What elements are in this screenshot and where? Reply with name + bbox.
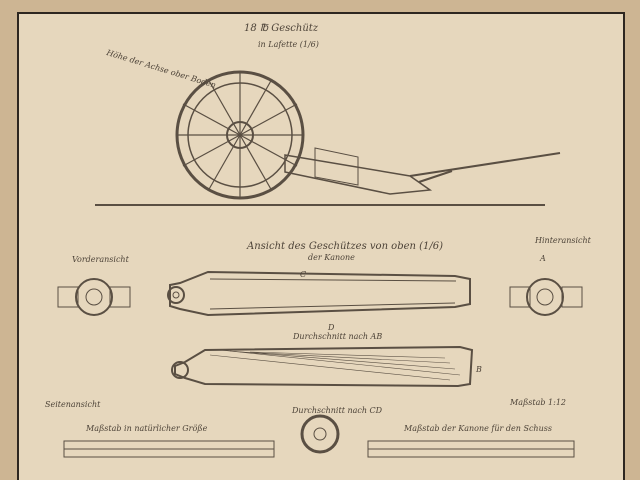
marker-a: A xyxy=(540,254,546,263)
scale-right-title: Maßstab der Kanone für den Schuss xyxy=(404,424,552,433)
marker-b: B xyxy=(476,365,482,374)
left-view-label: Vorderansicht xyxy=(72,255,129,264)
center-title-1: Ansicht des Geschützes von oben (1/6) xyxy=(247,241,444,252)
section-cd-label: Durchschnitt nach CD xyxy=(292,406,383,415)
scale-left-title: Maßstab in natürlicher Größe xyxy=(86,424,208,433)
title-line-1: 18 ℔ Geschütz xyxy=(244,23,319,34)
left-bottom-note: Seitenansicht xyxy=(45,400,101,409)
center-title-2: der Kanone xyxy=(308,253,355,262)
title-line-2: in Lafette (1/6) xyxy=(258,40,319,49)
section-ab-label: Durchschnitt nach AB xyxy=(293,332,383,341)
right-view-label: Hinteransicht xyxy=(535,236,591,245)
right-bottom-note: Maßstab 1:12 xyxy=(510,398,567,407)
drawing-sheet xyxy=(17,12,625,480)
marker-c: C xyxy=(300,270,307,279)
marker-d: D xyxy=(328,323,335,332)
